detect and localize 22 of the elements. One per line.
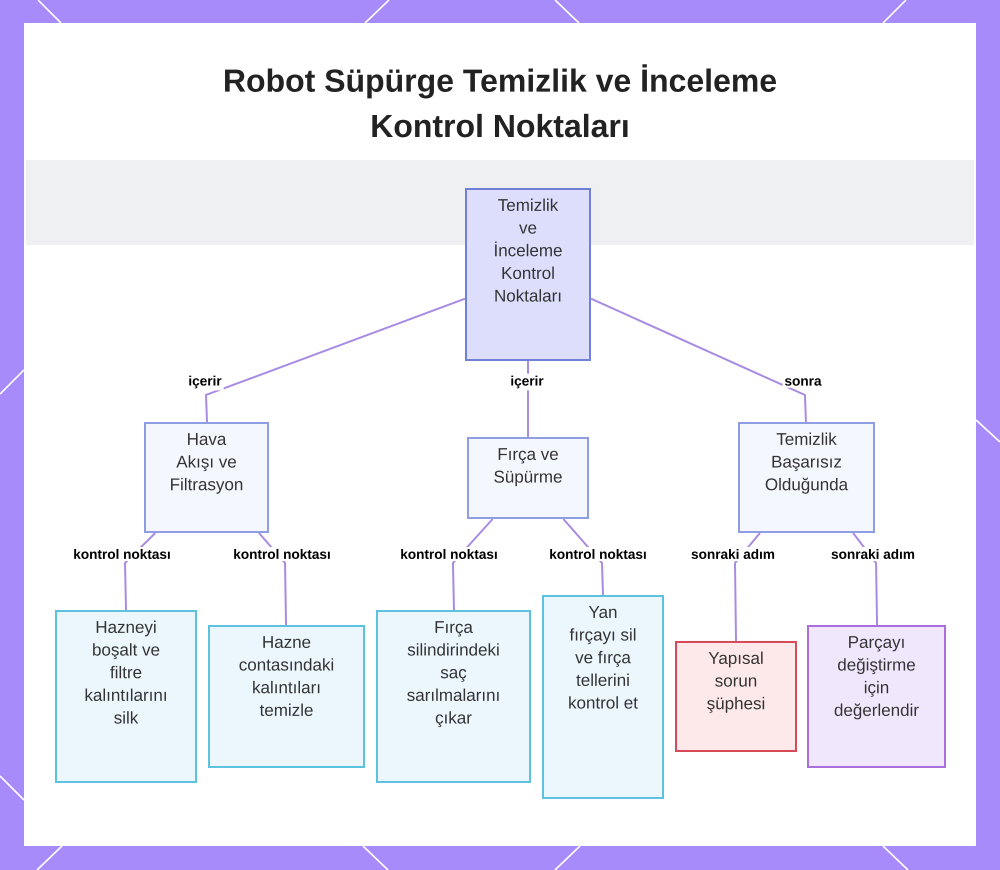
edge-label: kontrol noktası: [231, 547, 333, 561]
edge-label: sonraki adım: [689, 547, 777, 561]
edge-label: içerir: [508, 374, 546, 390]
edge-label: sonraki adım: [829, 547, 917, 561]
edge-label: kontrol noktası: [398, 547, 500, 561]
diagram-title: Robot Süpürge Temizlik ve İnceleme Kontrol Noktaları: [225, 64, 776, 138]
checkpoint-box: Yan fırçayı sil ve fırça tellerini kontrol et: [542, 595, 664, 799]
category-box: Fırça ve Süpürme: [467, 437, 589, 519]
action-box: Parçayı değiştirme için değerlendir: [807, 625, 946, 768]
connector-line: [734, 532, 761, 641]
edge-label: içerir: [186, 374, 224, 390]
category-box: Hava Akışı ve Filtrasyon: [144, 422, 269, 533]
main-topic-box: Temizlik ve İnceleme Kontrol Noktaları: [465, 188, 591, 361]
connector-line: [204, 298, 466, 422]
edge-label: kontrol noktası: [547, 547, 649, 561]
checkpoint-box: Hazne contasındaki kalıntıları temizle: [208, 625, 365, 768]
issue-box: Yapısal sorun şüphesi: [675, 641, 797, 752]
checkpoint-box: Hazneyi boşalt ve filtre kalıntılarını silk: [55, 610, 197, 783]
connector-line: [590, 298, 807, 422]
checkpoint-box: Fırça silindirindeki saç sarılmalarını çıkar: [376, 610, 531, 783]
category-box: Temizlik Başarısız Olduğunda: [738, 422, 875, 533]
edge-label: kontrol noktası: [71, 547, 173, 561]
